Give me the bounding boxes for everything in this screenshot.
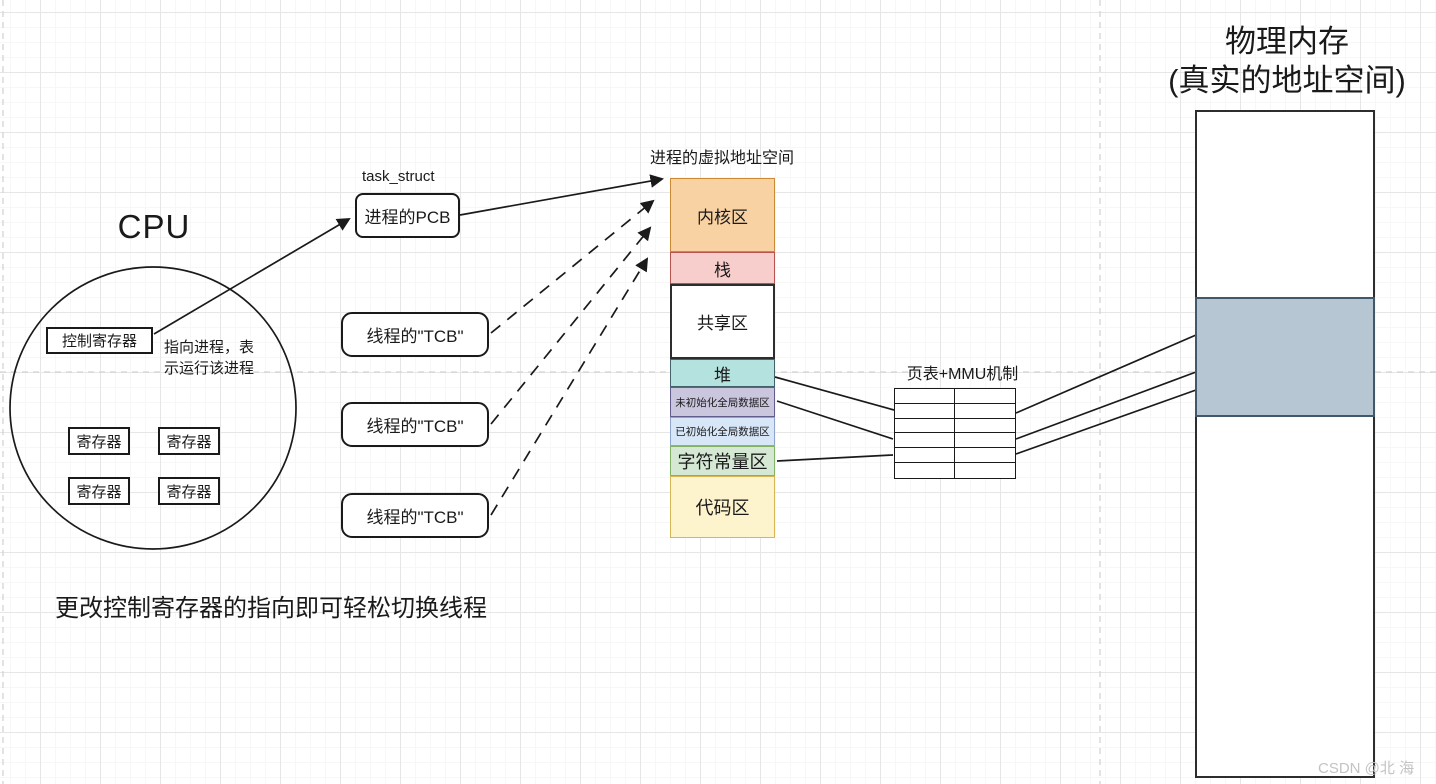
physical-memory-box [1195,110,1375,778]
page-table-label: 页表+MMU机制 [906,366,1019,383]
pointer-note-line1: 指向进程，表 [164,339,255,356]
vas-segment-shared: 共享区 [670,284,775,359]
line-pagetable-to-phys-2 [1015,371,1197,440]
register-box-4: 寄存器 [158,477,220,505]
register-box-1: 寄存器 [68,427,130,455]
page-table-cell [955,463,1015,478]
vas-segment-uninit-data: 未初始化全局数据区 [670,387,775,417]
page-table-cell [955,389,1015,404]
line-pagetable-to-phys-1 [1015,334,1197,414]
process-pcb-box: 进程的PCB [355,193,460,238]
physical-memory-mapped-block [1195,297,1375,417]
page-table-grid [894,388,1016,479]
vas-segment-heap: 堆 [670,359,775,387]
physical-memory-title-line2: (真实的地址空间) [1168,63,1406,98]
vas-segment-code: 代码区 [670,476,775,538]
arrow-ctrl-to-pcb [153,217,351,335]
vas-segment-kernel: 内核区 [670,178,775,252]
register-box-2: 寄存器 [158,427,220,455]
page-table-cell [895,418,955,434]
vas-segment-stack: 栈 [670,252,775,284]
line-const-to-pagetable [776,454,894,462]
physical-memory-title: 物理内存 (真实的地址空间) [1137,22,1436,100]
physical-memory-title-line1: 物理内存 [1225,24,1349,59]
line-heap-to-pagetable [774,376,895,411]
register-box-3: 寄存器 [68,477,130,505]
page-table-cell [895,463,955,478]
arrow-tcb1-to-vas [490,199,655,334]
watermark: CSDN @北 海 [1318,760,1415,777]
cpu-circle [9,266,297,550]
arrow-pcb-to-vas [459,174,665,216]
page-table-cell [955,448,1015,464]
page-table-cell [955,433,1015,449]
vas-title: 进程的虚拟地址空间 [649,150,794,167]
line-pagetable-to-phys-3 [1015,389,1197,455]
control-register-box: 控制寄存器 [46,327,153,354]
cpu-title: CPU [117,208,191,245]
bottom-note: 更改控制寄存器的指向即可轻松切换线程 [55,595,487,622]
arrow-tcb3-to-vas [490,257,649,516]
page-table-cell [895,389,955,404]
arrow-tcb2-to-vas [490,226,652,425]
page-table-cell [895,403,955,419]
vas-segment-const: 字符常量区 [670,446,775,476]
page-table-cell [955,404,1015,419]
thread-tcb-box-2: 线程的"TCB" [341,402,489,447]
pointer-note: 指向进程，表 示运行该进程 [164,337,286,379]
pointer-note-line2: 示运行该进程 [164,360,255,377]
line-uninit-to-pagetable [776,400,894,440]
thread-tcb-box-1: 线程的"TCB" [341,312,489,357]
page-table-cell [895,448,955,464]
vas-segment-init-data: 已初始化全局数据区 [670,417,775,446]
task-struct-label: task_struct [362,168,435,185]
page-table-cell [895,433,955,449]
thread-tcb-box-3: 线程的"TCB" [341,493,489,538]
page-table-cell [955,419,1015,434]
